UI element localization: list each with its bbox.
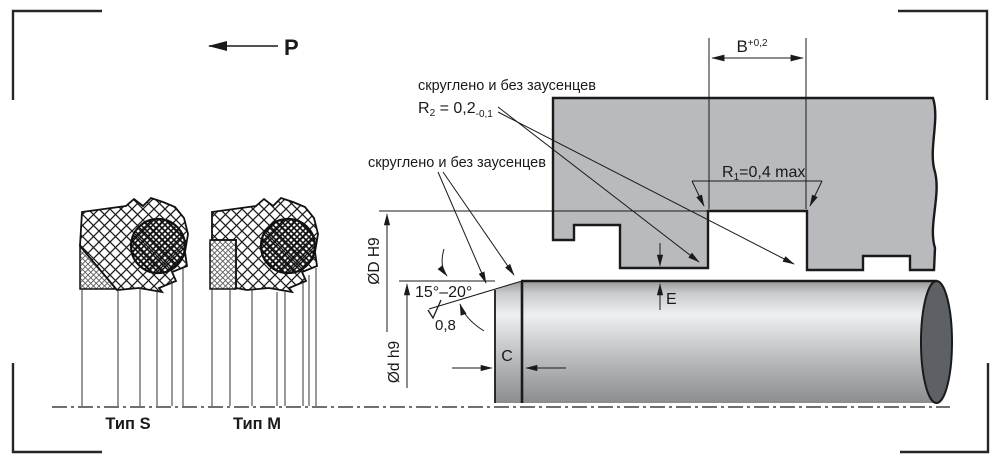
label-type-m: Тип M xyxy=(233,415,281,433)
roughness-value: 0,8 xyxy=(435,317,456,334)
seal-m-backup-ring xyxy=(209,239,237,290)
pressure-arrow-group: P xyxy=(207,35,299,60)
label-type-s: Тип S xyxy=(105,415,150,433)
shaft xyxy=(428,279,953,404)
shaft-body xyxy=(495,281,940,403)
angle-arc-lower xyxy=(459,303,485,332)
note-r2: скруглено и без заусенцев R2 = 0,2-0,1 xyxy=(418,78,795,265)
seal-type-m: Тип M xyxy=(209,196,319,433)
shaft-edge-leader-1 xyxy=(437,171,487,284)
seal-s-backup-ring xyxy=(79,243,118,290)
housing-body xyxy=(551,96,938,272)
seal-m-lip-lines xyxy=(211,268,317,406)
seal-type-s: Тип S xyxy=(79,196,189,433)
pressure-label: P xyxy=(284,35,299,60)
note-shaft-edges: скруглено и без заусенцев xyxy=(368,155,546,284)
r2-leader-left xyxy=(497,106,700,263)
corner-mark-bottom-left xyxy=(11,363,102,454)
seal-m-oring xyxy=(259,217,317,275)
shaft-chamfer-edge xyxy=(428,280,523,310)
dim-chamfer-length-c: C xyxy=(452,348,566,372)
corner-mark-top-right xyxy=(898,9,989,100)
dim-shaft-diameter: Ød h9 xyxy=(386,280,495,388)
c-label: C xyxy=(501,348,513,365)
shaft-edge-leader-2 xyxy=(442,171,515,276)
r1-leader-right xyxy=(809,180,823,207)
dim-groove-diameter: ØD H9 xyxy=(366,210,708,332)
r1-leader-left xyxy=(691,180,705,207)
r2-value: R2 = 0,2-0,1 xyxy=(418,100,493,120)
r2-leader-right xyxy=(497,111,795,265)
housing-section xyxy=(551,96,938,272)
roughness-check-icon xyxy=(427,299,442,320)
shaft-edge-note-text: скруглено и без заусенцев xyxy=(368,155,546,171)
e-label: E xyxy=(666,291,677,308)
angle-label: 15°–20° xyxy=(415,284,472,301)
dim-chamfer-angle: 15°–20° xyxy=(415,248,485,332)
shaft-dia-label: Ød h9 xyxy=(386,341,403,383)
drawing-frame-corner-marks xyxy=(11,9,990,454)
corner-mark-bottom-right xyxy=(900,363,990,454)
angle-arc-upper xyxy=(437,248,448,277)
shaft-end-ellipse xyxy=(920,280,953,404)
roughness-mark: 0,8 xyxy=(427,299,456,334)
seal-s-oring xyxy=(129,217,187,275)
groove-dia-label: ØD H9 xyxy=(366,237,383,284)
b-dimension-label: B+0,2 xyxy=(736,37,768,56)
dim-radial-gap-e: E xyxy=(656,243,677,310)
seal-s-lip-lines xyxy=(81,268,184,406)
r2-note-text: скруглено и без заусенцев xyxy=(418,78,596,94)
r1-label: R1=0,4 max xyxy=(722,164,805,183)
corner-mark-top-left xyxy=(11,9,102,100)
dim-r1: R1=0,4 max xyxy=(691,164,823,207)
